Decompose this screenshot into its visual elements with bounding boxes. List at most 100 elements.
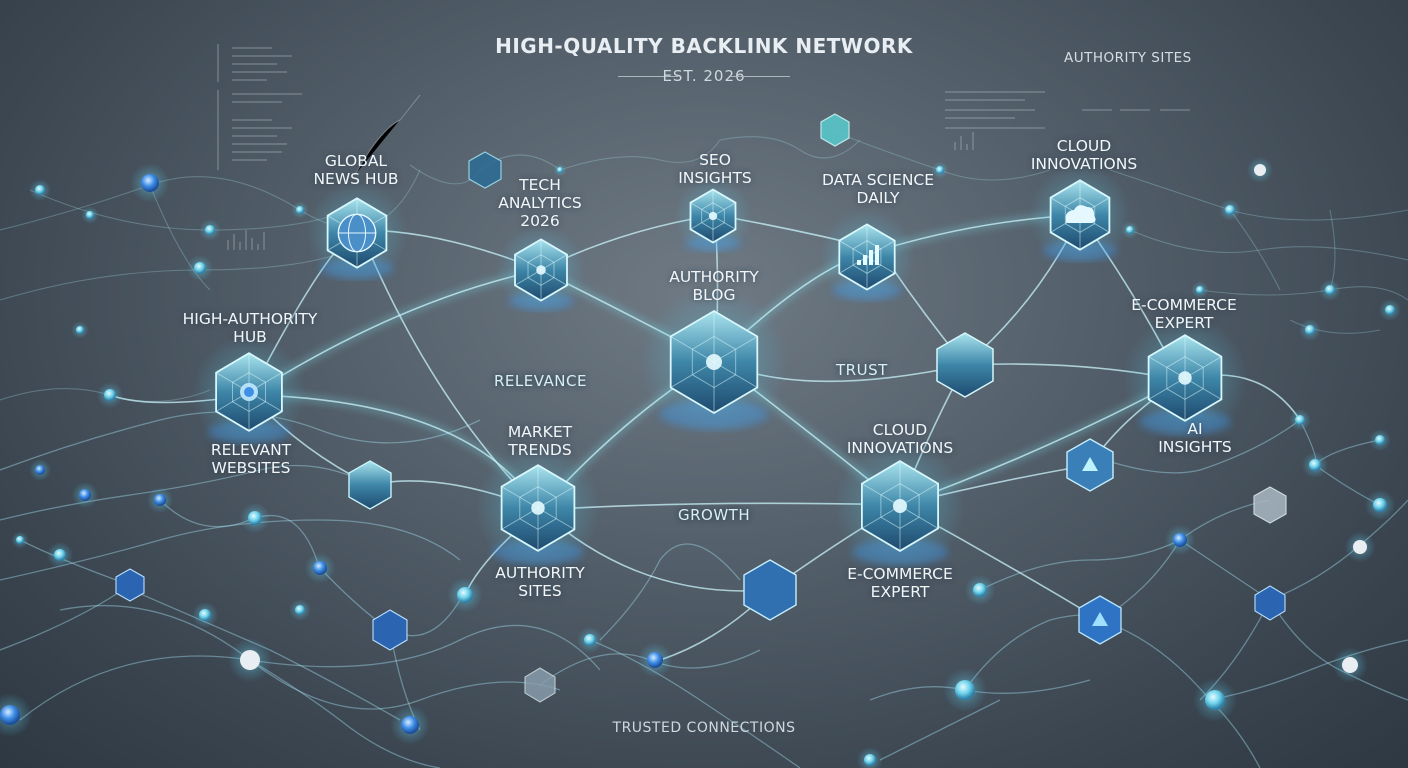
network-dot — [194, 262, 206, 274]
footer-caption: TRUSTED CONNECTIONS — [612, 720, 796, 736]
node-seo-insights — [674, 177, 752, 255]
label-line: INNOVATIONS — [846, 439, 954, 457]
network-dot — [154, 494, 166, 506]
network-dot — [104, 389, 116, 401]
node-inner — [232, 372, 266, 412]
network-dot — [54, 549, 66, 561]
label-line: INSIGHTS — [678, 169, 752, 187]
label-line: CLOUD — [872, 421, 928, 439]
node-inner — [527, 254, 555, 286]
label-line: TRENDS — [508, 441, 572, 459]
label-ai-insights: AI INSIGHTS — [1140, 420, 1250, 456]
small-hex-node — [1253, 486, 1287, 524]
label-line: E-COMMERCE — [847, 565, 953, 583]
network-dot — [1225, 205, 1235, 215]
label-line: AUTHORITY — [669, 268, 759, 286]
label-seo-insights: SEO INSIGHTS — [660, 151, 770, 187]
network-dot — [248, 511, 262, 525]
label-line: INNOVATIONS — [1030, 155, 1138, 173]
network-dot — [313, 561, 327, 575]
label-line: NEWS HUB — [313, 170, 399, 188]
network-dot — [973, 583, 987, 597]
gem-icon — [892, 498, 908, 514]
label-line: SEO — [699, 151, 731, 169]
node-global-news-hub — [306, 182, 408, 284]
network-dot — [76, 326, 84, 334]
network-dot — [296, 206, 304, 214]
gem-icon — [708, 211, 718, 221]
target-icon — [240, 383, 258, 401]
label-line: EXPERT — [1154, 314, 1214, 332]
network-dot — [1196, 286, 1204, 294]
data-panel-left — [217, 44, 421, 250]
network-dots — [0, 156, 1401, 768]
label-line: RELEVANT — [210, 441, 292, 459]
label-line: WEBSITES — [211, 459, 291, 477]
label-relevant-websites: RELEVANT WEBSITES — [186, 441, 316, 477]
node-facets — [670, 311, 758, 413]
label-e-commerce-expert-bottom: E-COMMERCE EXPERT — [830, 565, 970, 601]
label-line: GLOBAL — [324, 152, 388, 170]
label-line: TECH — [519, 176, 561, 194]
network-dot — [0, 705, 20, 725]
label-line: CLOUD — [1056, 137, 1112, 155]
network-dot — [1173, 533, 1187, 547]
node-inner — [519, 486, 557, 530]
node-cloud-innovations-top — [1029, 164, 1131, 266]
node-facets — [861, 461, 939, 551]
gem-icon — [531, 501, 545, 515]
network-dot — [401, 716, 419, 734]
network-dot — [79, 489, 91, 501]
globe-icon — [337, 213, 377, 253]
network-dot — [1375, 435, 1385, 445]
label-cloud-innovations-top: CLOUD INNOVATIONS — [1016, 137, 1152, 173]
label-e-commerce-expert-right: E-COMMERCE EXPERT — [1114, 296, 1254, 332]
network-dot — [1309, 459, 1321, 471]
node-inner — [852, 240, 882, 274]
node-cloud-innovations-center — [834, 440, 966, 572]
gem-icon — [706, 354, 722, 370]
network-dot — [584, 634, 596, 646]
label-global-news-hub: GLOBAL NEWS HUB — [296, 152, 416, 188]
network-dot — [240, 650, 260, 670]
node-authority-blog — [639, 287, 789, 437]
subtitle-rule-left — [618, 76, 678, 77]
network-dot — [35, 185, 45, 195]
keyword-relevance: RELEVANCE — [494, 372, 587, 390]
label-line: HIGH-AUTHORITY — [182, 310, 318, 328]
label-authority-sites: AUTHORITY SITES — [482, 564, 598, 600]
label-cloud-innovations-center: CLOUD INNOVATIONS — [828, 421, 972, 457]
label-line: AUTHORITY — [495, 564, 585, 582]
diagram-subtitle: EST. 2026 — [662, 67, 746, 85]
bar-chart-icon — [857, 245, 879, 265]
label-line: BLOG — [692, 286, 736, 304]
network-dot — [199, 609, 211, 621]
label-line: HUB — [233, 328, 267, 346]
small-hex-node — [468, 151, 502, 189]
node-market-trends — [475, 445, 601, 571]
node-inner — [880, 483, 920, 529]
node-high-authority-hub — [192, 335, 306, 449]
label-line: MARKET — [507, 423, 573, 441]
keyword-growth: GROWTH — [678, 506, 751, 524]
network-dot — [141, 174, 159, 192]
label-line: DATA SCIENCE — [821, 171, 935, 189]
network-dot — [1295, 415, 1305, 425]
node-data-science-daily — [819, 209, 915, 305]
small-hex-node — [372, 609, 408, 651]
label-data-science-daily: DATA SCIENCE DAILY — [808, 171, 948, 207]
small-hex-node — [524, 667, 556, 703]
small-hex-node — [820, 113, 850, 147]
label-high-authority-hub: HIGH-AUTHORITY HUB — [170, 310, 330, 346]
label-line: E-COMMERCE — [1131, 296, 1237, 314]
node-inner — [701, 202, 725, 230]
network-dot — [295, 605, 305, 615]
network-dot — [864, 754, 876, 766]
node-inner — [1064, 197, 1096, 233]
network-dot — [35, 465, 45, 475]
data-panel-right — [945, 91, 1190, 150]
small-hex-node — [1078, 595, 1122, 645]
small-hex-node — [743, 559, 797, 621]
network-dot — [1254, 164, 1266, 176]
